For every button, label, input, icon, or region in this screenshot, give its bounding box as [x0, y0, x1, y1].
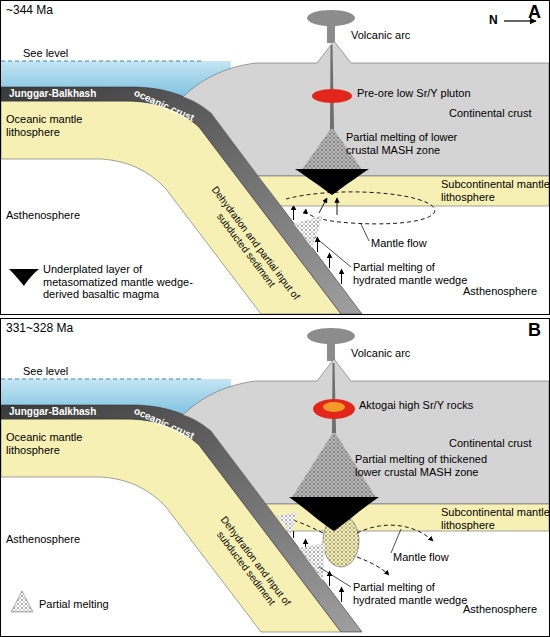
mantle-flow-arrow: [357, 557, 389, 575]
leader-line: [361, 224, 369, 241]
region-label: Aktogai high Sr/Y rocks: [359, 399, 473, 412]
region-label: Junggar-Balkhash: [9, 406, 96, 418]
subduction-base: [1, 10, 362, 314]
panel-frame: ~344 Ma A N Volcanic arcSee levelJunggar-Ba…: [0, 0, 550, 315]
region-label: Dehydration and partial input of subduct…: [197, 180, 306, 314]
mantle-flow-loop: [286, 192, 435, 224]
region-label: Junggar-Balkhash: [9, 88, 96, 100]
panel-a-art: [1, 10, 549, 314]
magma-conduit: [332, 363, 336, 433]
legend-text: Underplated layer of metasomatized mantl…: [43, 263, 208, 301]
magma-conduit: [330, 45, 334, 129]
melt-zone: [294, 215, 323, 248]
region-label: Partial melting of hydrated mantle wedge: [353, 581, 478, 606]
region-label: oceanic crust: [132, 87, 196, 124]
melt-ascent-arrow: [337, 198, 338, 215]
melt-zone: [277, 512, 297, 534]
underplated-layer: [295, 169, 369, 195]
region-label: Subcontinental mantle lithosphere: [441, 178, 550, 203]
panel-frame: 331~328 Ma B Volcanic arcSee levelJunggar-…: [0, 318, 550, 637]
pluton: [313, 399, 355, 419]
region-label: Subcontinental mantle lithosphere: [441, 506, 550, 531]
region-label: Partial melting of thickened lower crust…: [355, 453, 505, 478]
region-label: Mantle flow: [371, 237, 427, 250]
panel-letter: A: [528, 2, 541, 23]
region-label: Oceanic mantle lithosphere: [6, 431, 106, 456]
leader-line: [391, 529, 401, 553]
region-label: Partial melting of hydrated mantle wedge: [353, 261, 478, 286]
north-label: N: [489, 14, 498, 28]
legend-melt-stipple: [11, 591, 33, 612]
legend-text: Partial melting: [39, 598, 109, 611]
region-label: oceanic crust: [132, 405, 196, 442]
underplated-layer: [289, 497, 379, 531]
region-label: Mantle flow: [393, 551, 449, 564]
melt-ascent-arrow: [319, 198, 327, 213]
region-label: Continental crust: [449, 107, 532, 120]
legend-underplate-sample: [9, 269, 39, 286]
region-label: Continental crust: [449, 437, 532, 450]
region-label: Asthenosphere: [6, 209, 80, 222]
region-label: Volcanic arc: [351, 29, 410, 42]
melt-stipple: [277, 512, 297, 534]
leader-line: [315, 237, 351, 267]
age-label: ~344 Ma: [6, 4, 53, 18]
age-label: 331~328 Ma: [6, 322, 73, 336]
pluton-core: [323, 402, 345, 412]
continental-crust: [183, 41, 549, 176]
region-label: Partial melting of lower crustal MASH zo…: [346, 131, 476, 156]
mantle-flow-arrow: [357, 525, 433, 541]
region-label: Asthenosphere: [463, 603, 537, 616]
region-label: Oceanic mantle lithosphere: [6, 113, 106, 138]
continental-crust: [183, 359, 549, 504]
region-label: Pre-ore low Sr/Y pluton: [357, 87, 471, 100]
leader-line: [319, 567, 351, 587]
region-label: Volcanic arc: [351, 347, 410, 360]
region-label: See level: [23, 47, 68, 60]
melt-stipple: [299, 543, 325, 581]
legend-melt-sample: [11, 591, 33, 612]
region-label: Asthenosphere: [6, 533, 80, 546]
region-label: See level: [23, 365, 68, 378]
region-label: Dehydration and input of subducted sedim…: [197, 498, 306, 632]
region-label: Asthenosphere: [463, 285, 537, 298]
melt-zone: [299, 543, 325, 581]
panel-b-art: [1, 328, 549, 632]
melt-stipple: [294, 215, 323, 248]
pluton: [312, 89, 352, 103]
panel-letter: B: [528, 320, 541, 341]
